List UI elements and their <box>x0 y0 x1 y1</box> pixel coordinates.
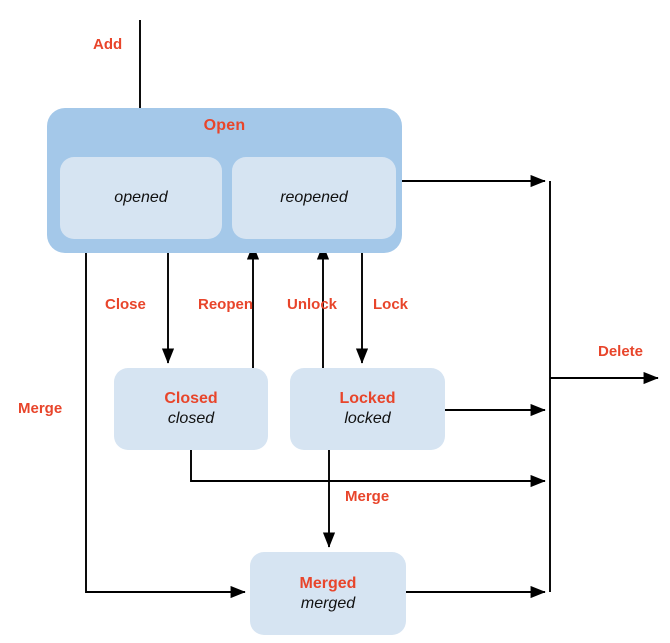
state-closed[interactable]: Closed closed <box>114 368 268 450</box>
state-merged-sub: merged <box>300 594 356 612</box>
state-closed-title: Closed <box>164 390 218 407</box>
state-merged-title: Merged <box>299 574 357 592</box>
state-reopened[interactable]: reopened <box>232 157 396 239</box>
edge-closed-to-bus <box>190 450 546 488</box>
edge-label-add: Add <box>93 36 123 53</box>
state-locked-title: Locked <box>339 390 396 407</box>
state-opened[interactable]: opened <box>60 157 222 239</box>
state-opened-label: opened <box>114 189 168 206</box>
edge-label-unlock: Unlock <box>287 296 338 313</box>
edge-merge-left <box>85 253 246 599</box>
edge-label-close: Close <box>105 296 146 313</box>
group-open-label: Open <box>203 117 246 134</box>
state-merged[interactable]: Merged merged <box>250 552 406 635</box>
edge-label-lock: Lock <box>373 296 409 313</box>
edge-label-delete: Delete <box>598 343 644 360</box>
edge-label-reopen: Reopen <box>198 296 254 313</box>
edge-label-merge-center: Merge <box>345 488 390 505</box>
state-closed-sub: closed <box>167 410 215 427</box>
state-locked[interactable]: Locked locked <box>290 368 445 450</box>
state-reopened-label: reopened <box>280 189 348 206</box>
state-locked-sub: locked <box>344 410 391 427</box>
edge-label-merge-left: Merge <box>18 400 63 417</box>
